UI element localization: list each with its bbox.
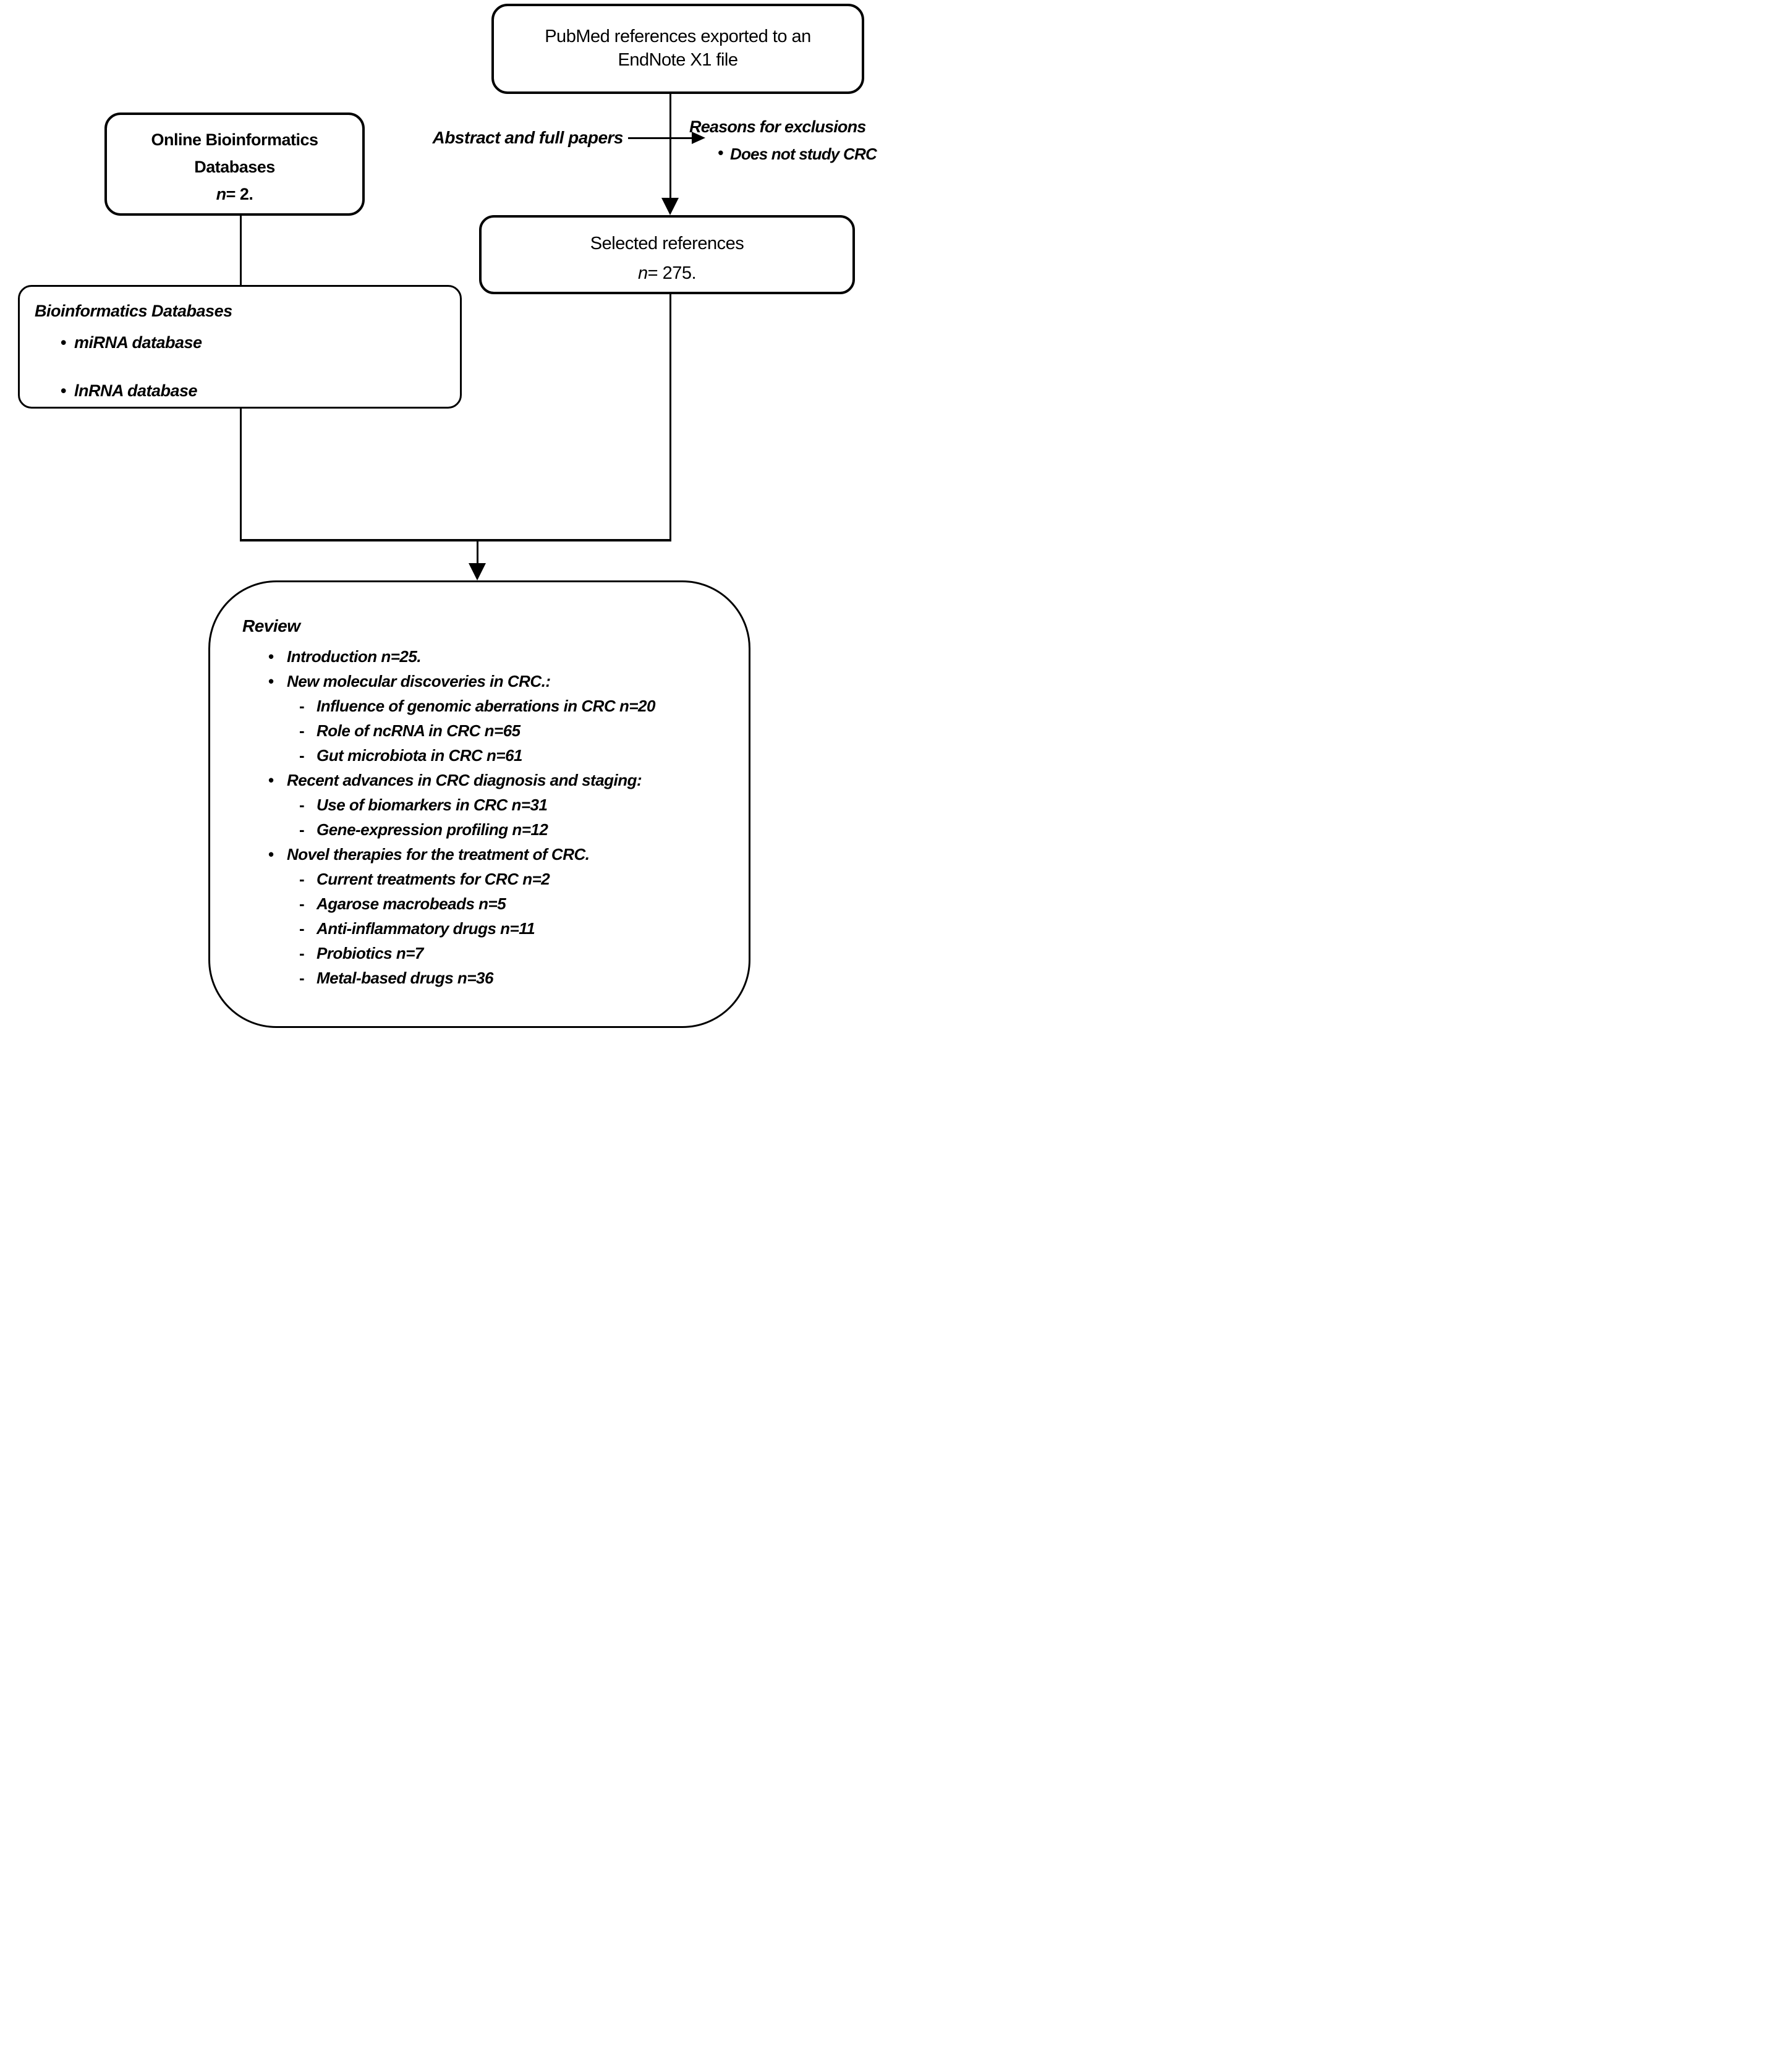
arrowhead-right-icon	[692, 132, 705, 144]
bullet-icon: •	[61, 381, 66, 400]
review-item-text: Agarose macrobeads n=5	[317, 894, 506, 913]
review-item-text: Gene-expression profiling n=12	[317, 820, 548, 839]
list-item: -Anti-inflammatory drugs n=11	[210, 916, 749, 941]
selected-references-count: n= 275.	[482, 258, 852, 288]
review-items: • Introduction n=25. • New molecular disco…	[210, 644, 749, 990]
list-item: -Probiotics n=7	[210, 941, 749, 966]
review-item-text: Introduction n=25.	[287, 647, 422, 666]
review-item-text: Current treatments for CRC n=2	[317, 870, 550, 888]
review-title: Review	[242, 616, 300, 635]
dash-icon: -	[299, 969, 305, 987]
dash-icon: -	[299, 919, 305, 938]
bioinformatics-databases-title: Bioinformatics Databases	[35, 302, 232, 320]
bullet-icon: •	[718, 143, 723, 162]
bullet-icon: •	[268, 845, 274, 864]
list-item: -Gut microbiota in CRC n=61	[210, 743, 749, 768]
bioinfo-item-text: miRNA database	[74, 333, 202, 352]
list-item: -Use of biomarkers in CRC n=31	[210, 792, 749, 817]
bioinformatics-databases-box: Bioinformatics Databases • miRNA databas…	[18, 285, 462, 409]
connector-exclusions	[628, 137, 692, 139]
online-databases-box: Online Bioinformatics Databases n= 2.	[104, 113, 365, 216]
dash-icon: -	[299, 721, 305, 740]
review-item-text: Role of ncRNA in CRC n=65	[317, 721, 521, 740]
list-item: -Metal-based drugs n=36	[210, 966, 749, 990]
pubmed-export-line2: EndNote X1 file	[618, 50, 738, 70]
online-databases-line1: Online Bioinformatics	[151, 130, 318, 149]
list-item: • miRNA database	[35, 332, 460, 369]
selected-references-box: Selected references n= 275.	[479, 215, 855, 294]
exclusions-item-text: Does not study CRC	[730, 145, 877, 163]
review-item-text: Anti-inflammatory drugs n=11	[317, 919, 535, 938]
exclusions-note: Reasons for exclusions • Does not study …	[689, 116, 894, 164]
dash-icon: -	[299, 746, 305, 765]
n-value: = 275.	[647, 263, 697, 283]
connector-join-to-review	[477, 540, 478, 564]
list-item: • Recent advances in CRC diagnosis and st…	[210, 768, 749, 792]
list-item: -Gene-expression profiling n=12	[210, 817, 749, 842]
list-item: • Introduction n=25.	[210, 644, 749, 669]
connector-selected-to-join	[669, 293, 671, 541]
list-item: • lnRNA database	[35, 380, 460, 417]
list-item: -Agarose macrobeads n=5	[210, 891, 749, 916]
n-symbol: n	[216, 185, 227, 203]
bullet-icon: •	[268, 647, 274, 666]
n-symbol: n	[637, 263, 648, 283]
arrowhead-down-icon	[661, 198, 679, 215]
review-item-text: New molecular discoveries in CRC.:	[287, 672, 551, 690]
pubmed-export-line1: PubMed references exported to an	[545, 27, 811, 46]
review-item-text: Use of biomarkers in CRC n=31	[317, 796, 548, 814]
list-item: -Current treatments for CRC n=2	[210, 867, 749, 891]
list-item: -Role of ncRNA in CRC n=65	[210, 718, 749, 743]
review-item-text: Gut microbiota in CRC n=61	[317, 746, 523, 765]
review-item-text: Probiotics n=7	[317, 944, 423, 962]
list-item: • New molecular discoveries in CRC.:	[210, 669, 749, 694]
dash-icon: -	[299, 796, 305, 814]
bullet-icon: •	[268, 672, 274, 690]
dash-icon: -	[299, 697, 305, 715]
literature-flowchart: PubMed references exported to an EndNote…	[0, 0, 894, 1036]
review-box: Review • Introduction n=25. • New molecula…	[208, 580, 750, 1028]
dash-icon: -	[299, 894, 305, 913]
bullet-icon: •	[268, 771, 274, 789]
connector-pubmed-to-selected	[669, 93, 671, 199]
selected-references-title: Selected references	[590, 234, 744, 253]
connector-join-horizontal	[240, 539, 671, 541]
abstract-full-papers-label: Abstract and full papers	[432, 128, 623, 147]
pubmed-export-box: PubMed references exported to an EndNote…	[491, 4, 864, 94]
list-item: • Novel therapies for the treatment of CR…	[210, 842, 749, 867]
n-value: = 2.	[226, 185, 253, 203]
review-item-text: Influence of genomic aberrations in CRC …	[317, 697, 655, 715]
dash-icon: -	[299, 870, 305, 888]
online-databases-line2: Databases	[194, 158, 275, 176]
review-item-text: Recent advances in CRC diagnosis and sta…	[287, 771, 642, 789]
bullet-icon: •	[61, 333, 66, 352]
online-databases-count: n= 2.	[107, 180, 362, 208]
bioinfo-item-text: lnRNA database	[74, 381, 198, 400]
exclusions-item: • Does not study CRC	[689, 143, 894, 164]
dash-icon: -	[299, 944, 305, 962]
review-item-text: Novel therapies for the treatment of CRC…	[287, 845, 590, 864]
review-item-text: Metal-based drugs n=36	[317, 969, 493, 987]
list-item: -Influence of genomic aberrations in CRC…	[210, 694, 749, 718]
exclusions-title: Reasons for exclusions	[689, 117, 866, 136]
arrowhead-down-icon	[469, 563, 486, 580]
dash-icon: -	[299, 820, 305, 839]
